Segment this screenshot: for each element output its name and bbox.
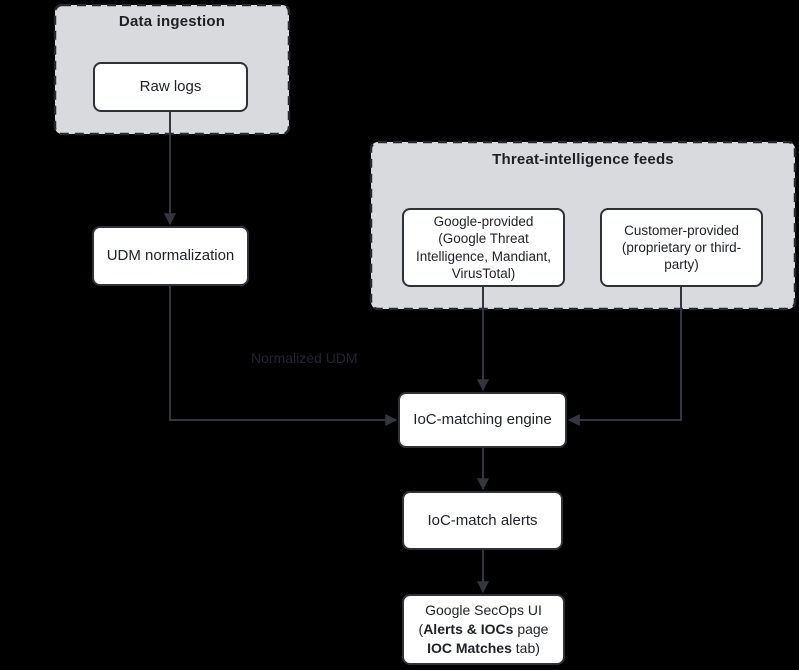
secops-ui-line1: Google SecOps UI	[425, 601, 542, 618]
node-google-provided-feed: Google-provided (Google Threat Intellige…	[402, 208, 565, 287]
node-customer-provided-feed: Customer-provided (proprietary or third-…	[600, 208, 763, 287]
data-ingestion-title: Data ingestion	[118, 13, 226, 30]
edge-customer-provided-to-engine	[567, 287, 682, 426]
secops-ui-line2-bold: Alerts & IOCs	[423, 620, 514, 637]
node-udm-normalization: UDM normalization	[92, 226, 249, 286]
secops-ui-label: Google SecOps UI (Alerts & IOCs page IOC…	[419, 601, 549, 659]
normalized-udm-edge-label: Normalized UDM	[251, 350, 358, 366]
node-raw-logs: Raw logs	[93, 62, 248, 112]
secops-ui-line3-bold: IOC Matches	[427, 640, 512, 657]
edge-udm-to-engine	[169, 286, 398, 426]
threat-feeds-title: Threat-intelligence feeds	[492, 151, 674, 168]
secops-ui-line2-prefix: (	[418, 620, 424, 637]
node-google-secops-ui: Google SecOps UI (Alerts & IOCs page IOC…	[402, 594, 565, 665]
secops-ui-line3-suffix: tab)	[511, 640, 540, 657]
secops-ui-line2-suffix: page	[513, 620, 549, 637]
node-ioc-match-alerts: IoC-match alerts	[402, 491, 563, 550]
node-ioc-matching-engine: IoC-matching engine	[398, 392, 567, 448]
